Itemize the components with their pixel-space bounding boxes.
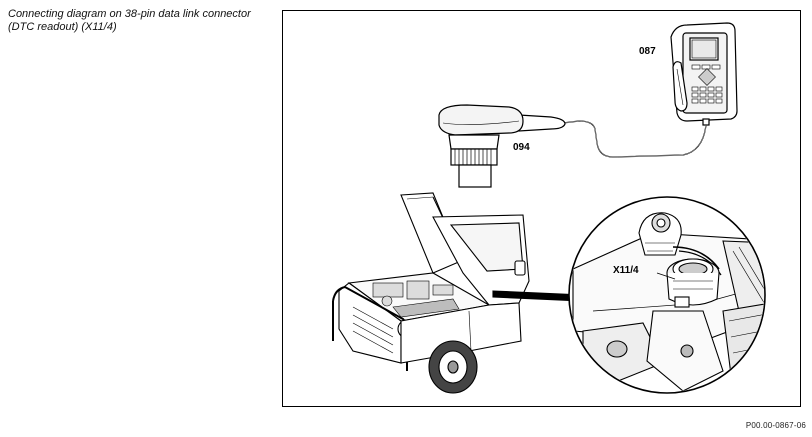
- tester-label: 087: [639, 46, 656, 57]
- adapter-label: 094: [513, 142, 530, 153]
- diagnostic-cable: [562, 120, 707, 158]
- vehicle-illustration: [332, 192, 584, 394]
- diagram-caption: Connecting diagram on 38-pin data link c…: [8, 8, 251, 33]
- figure-reference: P00.00-0867-06: [745, 421, 806, 430]
- diagram-frame: 087 094: [282, 10, 801, 407]
- connector-adapter: [438, 104, 566, 188]
- hand-held-tester: [670, 22, 738, 126]
- connector-detail-inset: [568, 196, 766, 394]
- connector-label: X11/4: [613, 265, 639, 276]
- connection-diagram: 087 094: [332, 22, 766, 394]
